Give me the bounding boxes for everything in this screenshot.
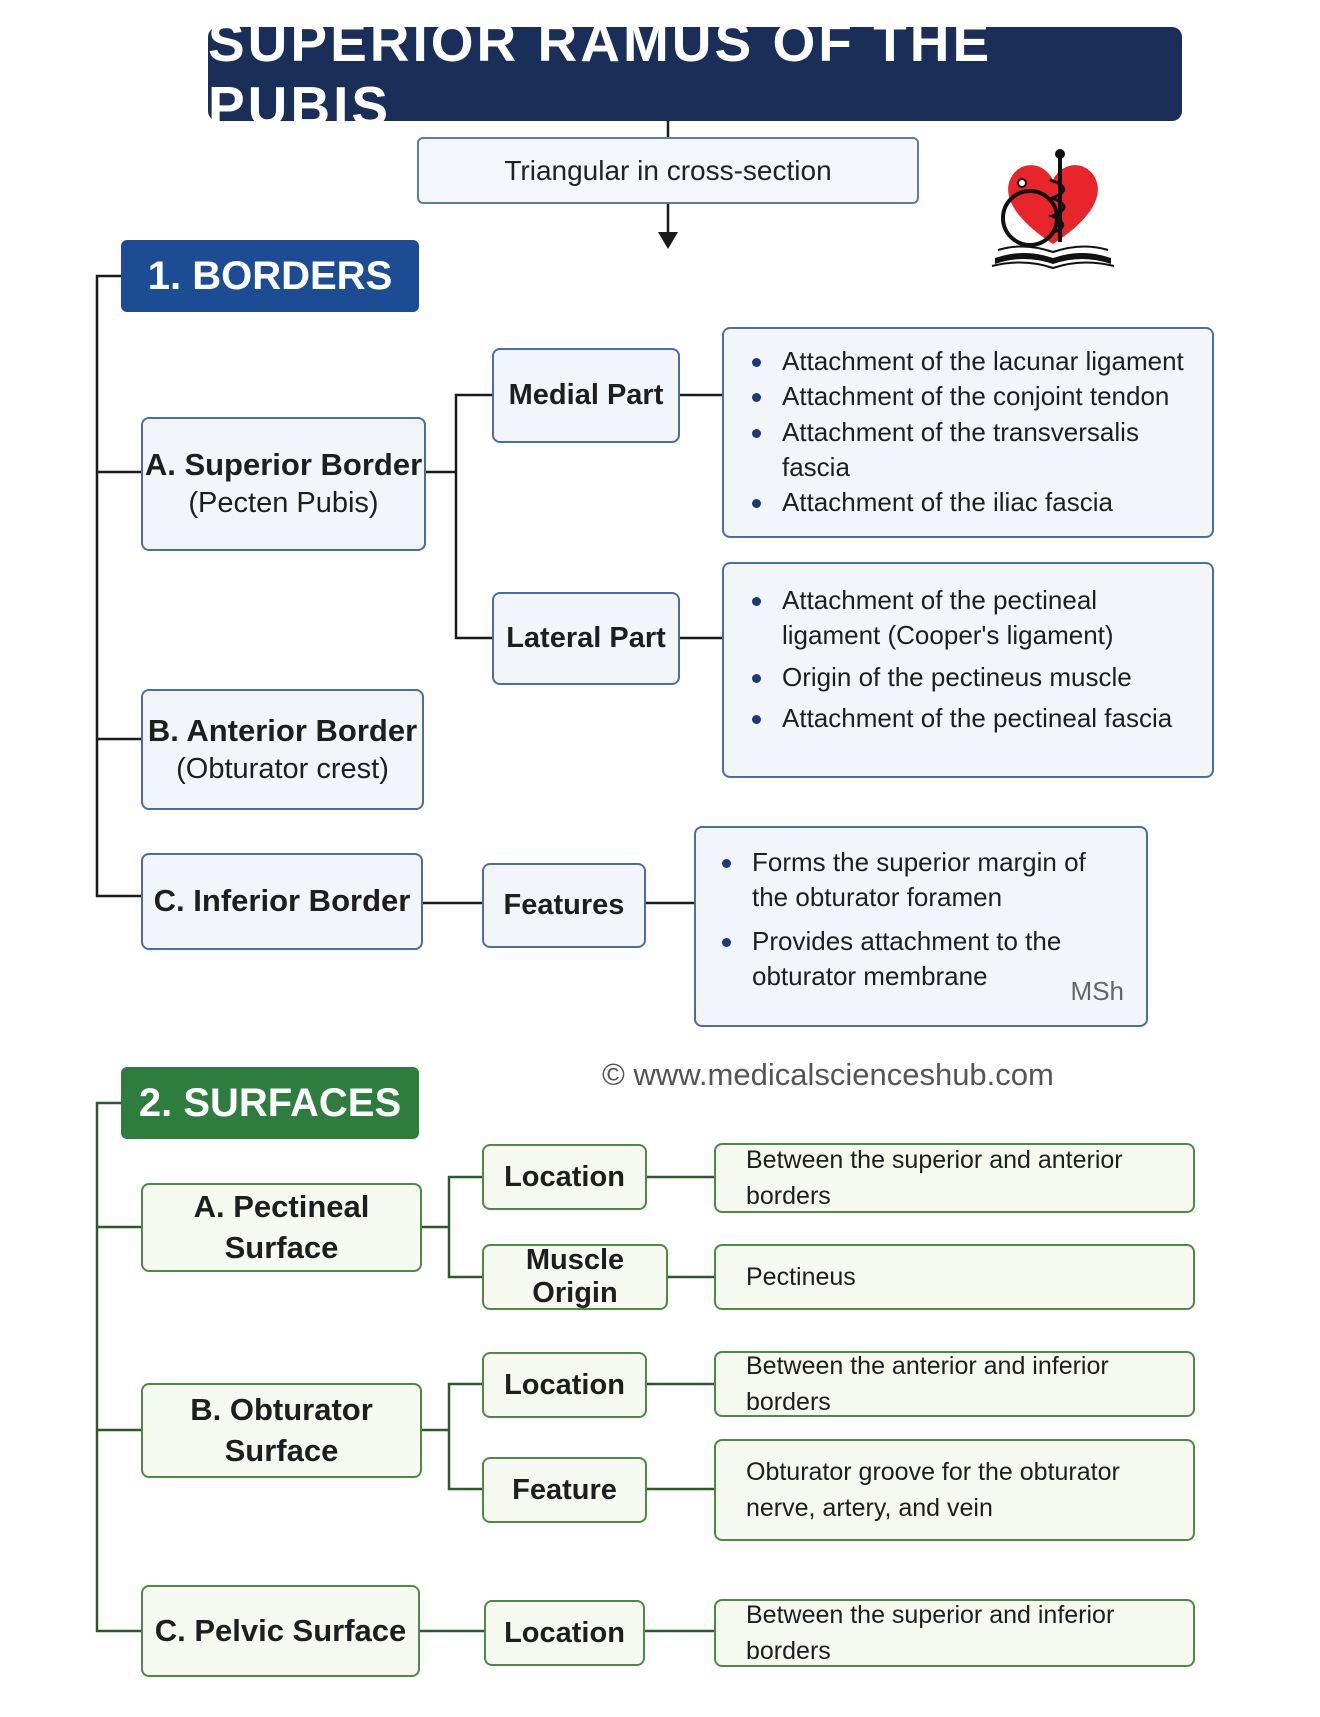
list-item: Attachment of the iliac fascia	[750, 485, 1192, 520]
inferior-border-node: C. Inferior Border	[141, 853, 423, 950]
pectineal-location-value: Between the superior and anterior border…	[746, 1145, 1123, 1210]
medial-part-label: Medial Part	[508, 379, 664, 411]
pectineal-muscle-value-box: Pectineus	[714, 1244, 1195, 1310]
obturator-location-value-box: Between the anterior and inferior border…	[714, 1351, 1195, 1417]
superior-border-sub: (Pecten Pubis)	[188, 487, 379, 520]
obturator-feature-node: Feature	[482, 1457, 647, 1523]
obturator-feature-value: Obturator groove for the obturator nerve…	[746, 1457, 1120, 1522]
pectineal-location-node: Location	[482, 1144, 647, 1210]
inferior-border-label: C. Inferior Border	[153, 883, 411, 919]
page-title: SUPERIOR RAMUS OF THE PUBIS	[208, 11, 993, 137]
obturator-feature-value-box: Obturator groove for the obturator nerve…	[714, 1439, 1195, 1541]
pectineal-surface-node: A. Pectineal Surface	[141, 1183, 422, 1272]
medial-part-node: Medial Part	[492, 348, 680, 443]
lateral-part-list: Attachment of the pectineal ligament (Co…	[750, 583, 1192, 736]
anterior-border-sub: (Obturator crest)	[176, 752, 389, 785]
list-item: Attachment of the pectineal ligament (Co…	[750, 583, 1192, 654]
pectineal-surface-label: A. Pectineal Surface	[193, 1189, 370, 1265]
inferior-features-node: Features	[482, 863, 646, 948]
surfaces-heading-text: 2. SURFACES	[138, 1080, 402, 1125]
borders-heading: 1. BORDERS	[121, 240, 419, 312]
list-item: Attachment of the lacunar ligament	[750, 344, 1192, 379]
medial-part-list-box: Attachment of the lacunar ligament Attac…	[722, 327, 1214, 538]
list-item: Attachment of the pectineal fascia	[750, 701, 1192, 736]
pelvic-location-label: Location	[504, 1616, 625, 1649]
obturator-surface-label: B. Obturator Surface	[190, 1392, 373, 1468]
obturator-feature-label: Feature	[512, 1473, 617, 1506]
superior-border-node: A. Superior Border (Pecten Pubis)	[141, 417, 426, 551]
surfaces-heading: 2. SURFACES	[121, 1067, 419, 1139]
lateral-part-list-box: Attachment of the pectineal ligament (Co…	[722, 562, 1214, 778]
pelvic-location-value: Between the superior and inferior border…	[746, 1600, 1115, 1665]
pectineal-location-label: Location	[504, 1160, 625, 1193]
list-item: Forms the superior margin of the obturat…	[720, 845, 1126, 916]
subtitle: Triangular in cross-section	[504, 154, 832, 186]
pectineal-location-value-box: Between the superior and anterior border…	[714, 1143, 1195, 1213]
list-item: Origin of the pectineus muscle	[750, 660, 1192, 695]
anterior-border-node: B. Anterior Border (Obturator crest)	[141, 689, 424, 810]
title-banner: SUPERIOR RAMUS OF THE PUBIS	[208, 11, 1182, 137]
watermark: © www.medicalscienceshub.com	[602, 1057, 1054, 1092]
lateral-part-node: Lateral Part	[492, 592, 680, 685]
pelvic-location-node: Location	[484, 1600, 645, 1666]
inferior-features-list-box: Forms the superior margin of the obturat…	[694, 826, 1148, 1027]
pelvic-surface-node: C. Pelvic Surface	[141, 1585, 420, 1677]
borders-heading-text: 1. BORDERS	[147, 253, 393, 298]
inferior-features-list: Forms the superior margin of the obturat…	[720, 845, 1126, 994]
subtitle-box: Triangular in cross-section	[417, 137, 919, 204]
list-item: Provides attachment to the obturator mem…	[720, 924, 1126, 995]
obturator-location-value: Between the anterior and inferior border…	[746, 1351, 1109, 1416]
signature: MSh	[1070, 976, 1124, 1006]
obturator-surface-node: B. Obturator Surface	[141, 1383, 422, 1478]
medial-part-list: Attachment of the lacunar ligament Attac…	[750, 344, 1192, 521]
pectineal-muscle-value: Pectineus	[746, 1262, 856, 1291]
obturator-location-node: Location	[482, 1352, 647, 1418]
superior-border-label: A. Superior Border	[144, 447, 423, 482]
lateral-part-label: Lateral Part	[506, 622, 666, 654]
pectineal-muscle-label: Muscle Origin	[525, 1244, 625, 1309]
list-item: Attachment of the transversalis fascia	[750, 415, 1192, 486]
obturator-location-label: Location	[504, 1368, 625, 1401]
pelvic-location-value-box: Between the superior and inferior border…	[714, 1599, 1195, 1667]
heart-stethoscope-book-logo-icon	[991, 149, 1115, 270]
anterior-border-label: B. Anterior Border	[147, 712, 418, 748]
inferior-features-label: Features	[503, 889, 625, 921]
down-arrow-icon	[658, 232, 678, 249]
pectineal-muscle-node: Muscle Origin	[482, 1244, 668, 1310]
list-item: Attachment of the conjoint tendon	[750, 379, 1192, 414]
pelvic-surface-label: C. Pelvic Surface	[154, 1612, 407, 1648]
